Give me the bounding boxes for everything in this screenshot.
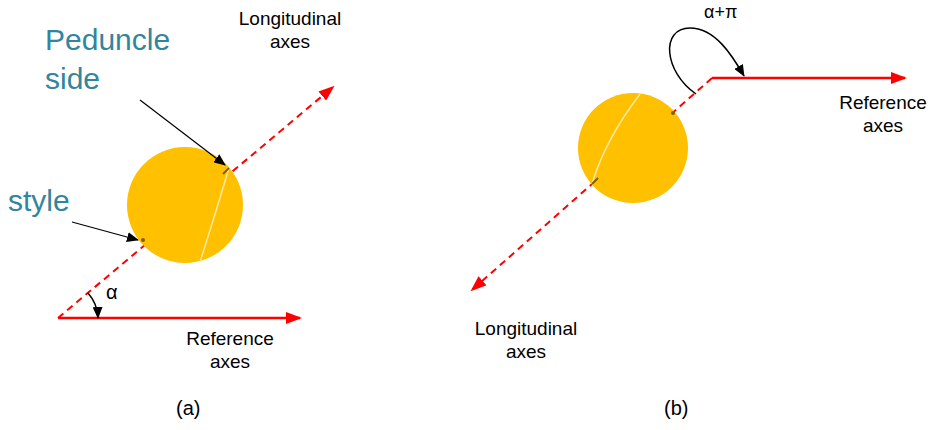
part-label: Peduncle side [45, 20, 195, 98]
angle-arc [670, 28, 744, 94]
panel-label: (a) [176, 396, 200, 420]
reference-axis [712, 77, 905, 80]
style-point [671, 111, 675, 115]
leader-line [140, 100, 225, 165]
longitudinal-axis [58, 87, 333, 318]
part-label: style [8, 183, 98, 219]
angle-label: α [106, 280, 118, 304]
axis-label: Reference axes [823, 92, 943, 138]
peduncle-notch [592, 178, 598, 184]
leader-line [72, 222, 138, 240]
angle-arc [88, 293, 98, 318]
angle-label: α+π [704, 2, 737, 24]
peduncle-notch [223, 168, 229, 174]
reference-axis [58, 317, 300, 320]
fruit-seam [592, 94, 640, 184]
fruit-seam [200, 168, 229, 262]
style-point [141, 238, 145, 242]
panel-label: (b) [664, 396, 688, 420]
fruit [127, 147, 243, 263]
longitudinal-axis [472, 78, 712, 290]
fruit [578, 93, 688, 203]
axis-label: Reference axes [170, 328, 290, 374]
axis-label: Longitudinal axes [222, 8, 358, 54]
axis-label: Longitudinal axes [458, 318, 594, 364]
